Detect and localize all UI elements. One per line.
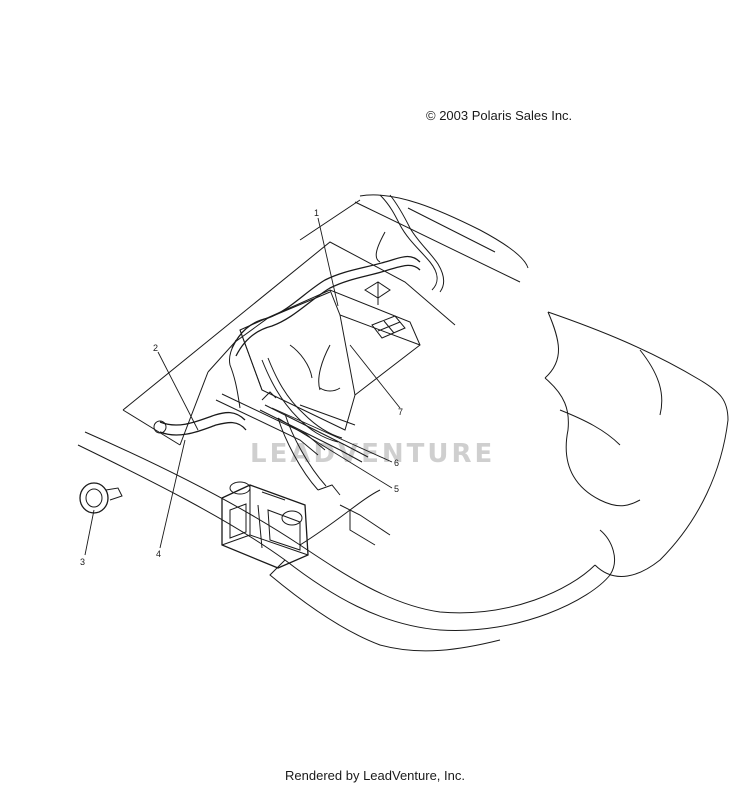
grommet	[79, 482, 123, 514]
vehicle-body-outline	[77, 194, 729, 652]
callout-1: 1	[314, 208, 319, 218]
wire-harness-main	[231, 194, 445, 443]
callout-2: 2	[153, 343, 158, 353]
tank	[221, 481, 391, 569]
footer-credit: Rendered by LeadVenture, Inc.	[285, 768, 465, 783]
wire-harness-side	[153, 339, 247, 436]
callout-3: 3	[80, 557, 85, 567]
battery-box	[239, 281, 421, 431]
callout-7: 7	[398, 407, 403, 417]
storage-tray	[122, 241, 456, 446]
cables	[215, 391, 369, 491]
callout-5: 5	[394, 484, 399, 494]
callout-4: 4	[156, 549, 161, 559]
callout-leaders	[84, 217, 401, 556]
copyright-text: © 2003 Polaris Sales Inc.	[426, 108, 573, 123]
watermark-text: LEADVENTURE	[250, 439, 495, 469]
callout-6: 6	[394, 458, 399, 468]
